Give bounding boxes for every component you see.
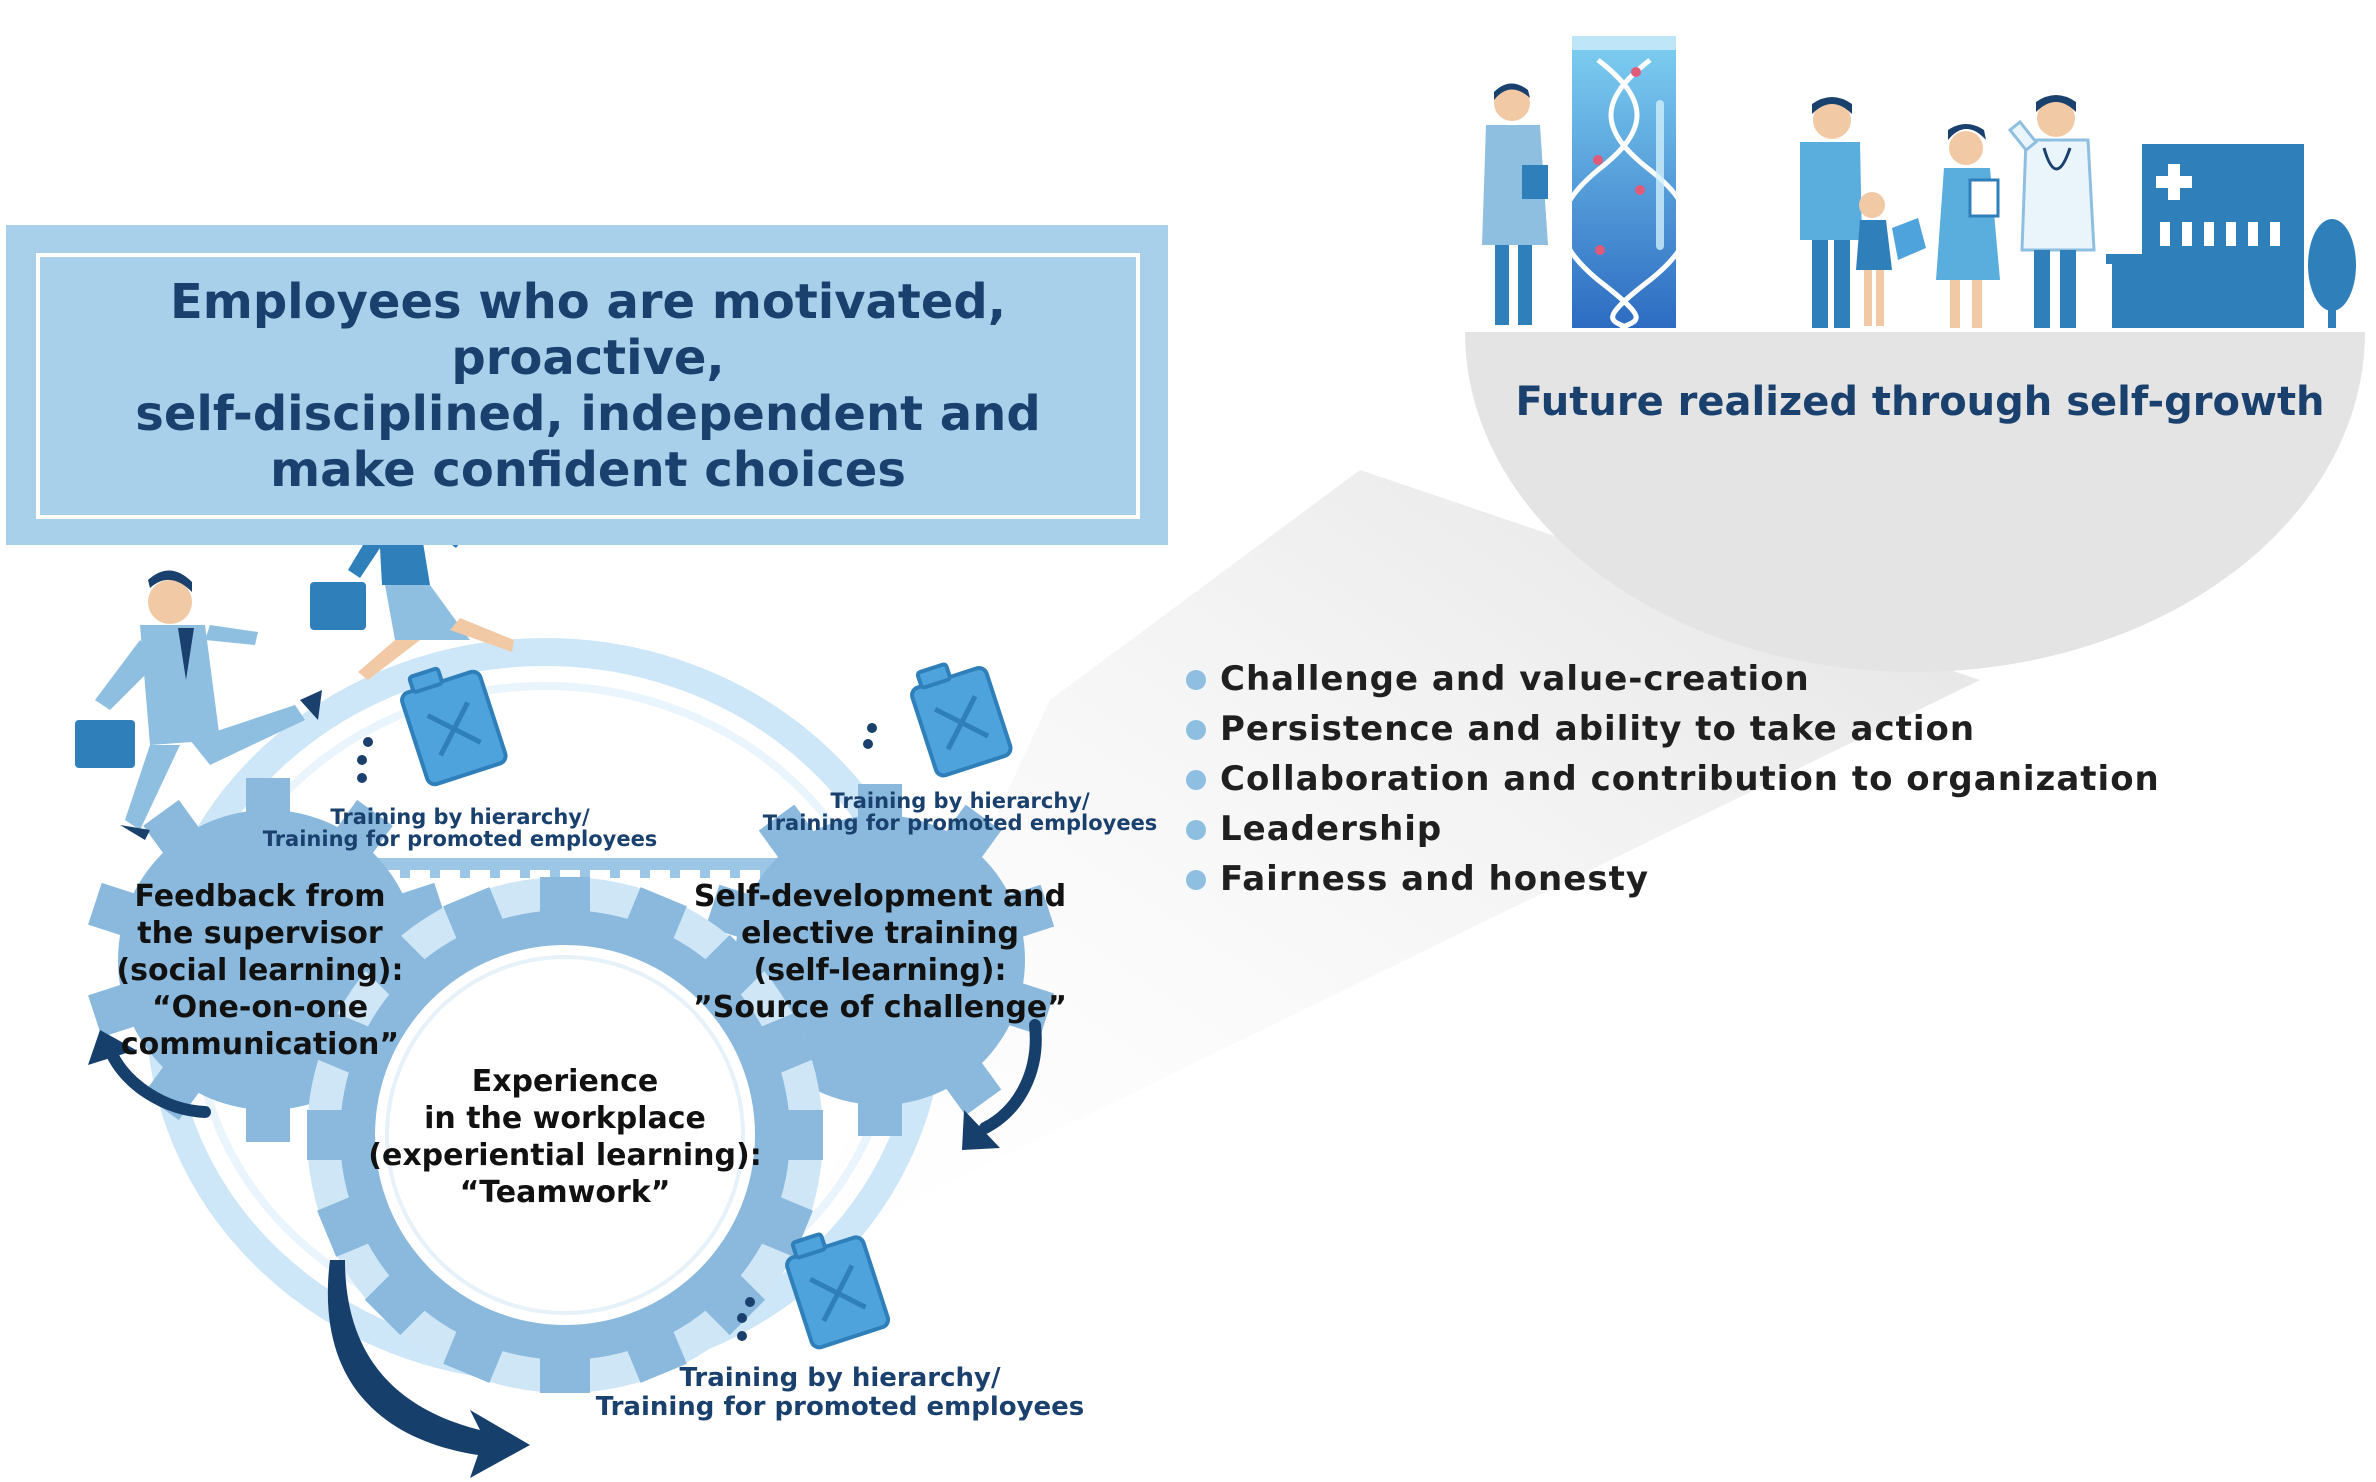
value-item: Challenge and value-creation [1186,654,2160,704]
value-item: Collaboration and contribution to organi… [1186,754,2160,804]
nurse-icon [1936,124,2000,328]
cycle-arrow-left [104,1044,211,1118]
future-label: Future realized through self-growth [1515,379,2325,425]
fuel-can-icon [785,1232,891,1350]
headline-box: Employees who are motivated, proactive, … [6,225,1168,545]
training-label-bottom: Training by hierarchy/ Training for prom… [595,1363,1085,1422]
cycle-arrow-bottom [327,1260,530,1478]
bullet-dot-icon [1186,720,1206,740]
perspective-beam [790,470,1980,1260]
bullet-dot-icon [1186,770,1206,790]
family-icon [1800,97,1926,328]
value-item: Persistence and ability to take action [1186,704,2160,754]
value-item-label: Collaboration and contribution to organi… [1220,759,2160,799]
gear-left-label: Feedback from the supervisor (social lea… [116,879,404,1062]
headline-frame: Employees who are motivated, proactive, … [36,253,1140,519]
value-item-label: Persistence and ability to take action [1220,709,1976,749]
dna-icon [1559,36,1690,331]
bullet-dot-icon [1186,870,1206,890]
gear-right-label: Self-development and elective training (… [693,879,1067,1025]
tree-icon [2308,219,2356,328]
gear-center-icon [307,877,823,1393]
value-item: Leadership [1186,804,2160,854]
value-item-label: Challenge and value-creation [1220,659,1810,699]
values-list: Challenge and value-creation Persistence… [1186,654,2160,904]
businessman-running-icon [75,570,322,840]
gear-center-label: Experience in the workplace (experientia… [368,1064,762,1210]
training-label-left: Training by hierarchy/ Training for prom… [262,805,658,851]
gear-belt [330,858,830,870]
cycle-arrow-right [979,1019,1042,1134]
value-item-label: Leadership [1220,809,1443,849]
bullet-dot-icon [1186,820,1206,840]
bullet-dot-icon [1186,670,1206,690]
training-label-right: Training by hierarchy/ Training for prom… [762,789,1158,835]
fuel-can-icon [910,662,1013,778]
hospital-icon [2106,144,2304,328]
value-item-label: Fairness and honesty [1220,859,1649,899]
headline-text: Employees who are motivated, proactive, … [135,274,1041,498]
future-disc [1465,332,2365,672]
researcher-icon [1482,83,1548,325]
doctor-icon [2007,95,2096,328]
fuel-can-icon [400,666,508,787]
value-item: Fairness and honesty [1186,854,2160,904]
